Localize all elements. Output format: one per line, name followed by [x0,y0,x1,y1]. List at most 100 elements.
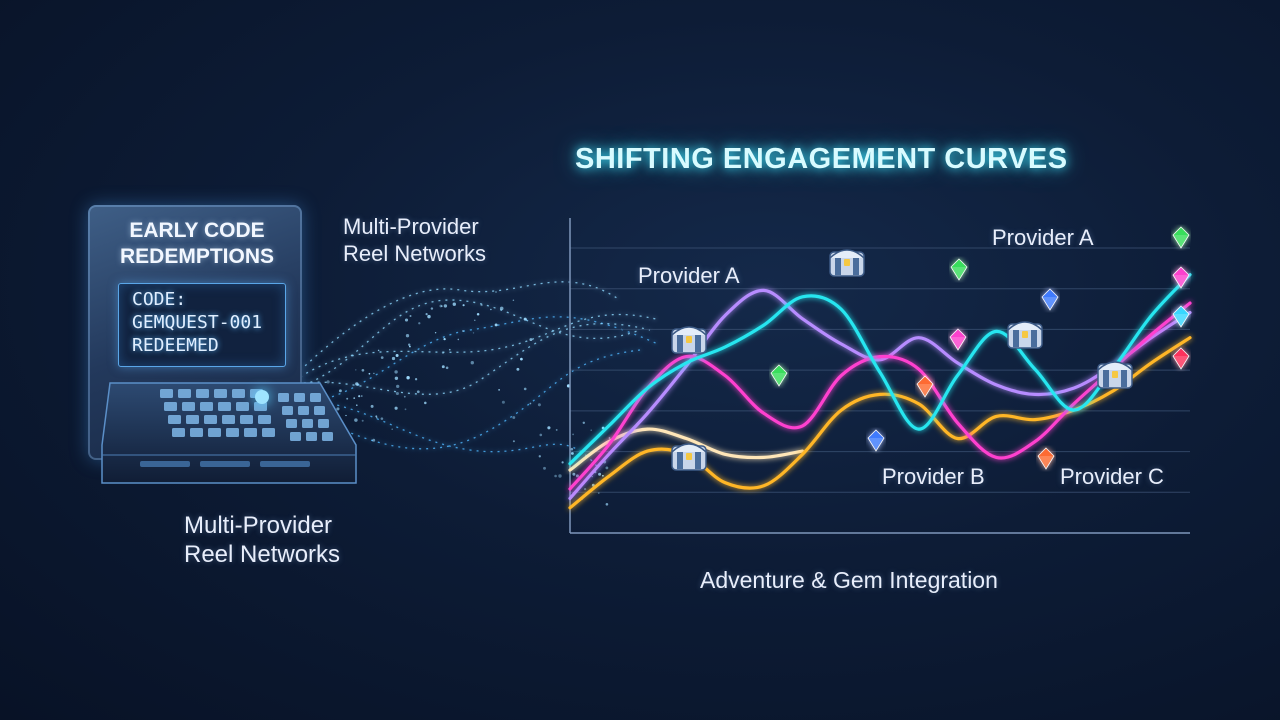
keypad-key [294,393,305,402]
gem-icon [1037,447,1055,470]
keypad-key [204,415,217,424]
keypad-key [208,428,221,437]
keypad-key [244,428,257,437]
particle-dot [605,466,609,470]
particle-dot [480,303,483,307]
provider-c-label: Provider C [1060,464,1164,489]
keypad [101,382,357,484]
screen-code-status: REDEEMED [132,335,219,356]
particle-dot [440,305,443,307]
particle-dot [408,343,411,346]
particle-dot [582,421,586,425]
keypad-key [222,415,235,424]
particle-dot [361,368,365,372]
particle-dot [373,372,375,375]
keypad-key [160,389,173,398]
particle-dot [391,428,394,431]
particle-dot [394,370,398,374]
particle-dot [430,307,434,310]
particle-dot [499,306,504,311]
particle-dot [361,419,364,422]
keypad-key [236,402,249,411]
particle-dot [452,302,456,306]
gem-icon [867,429,885,452]
series-line-unnamed-3 [568,288,1192,500]
particle-dot [441,365,445,369]
keypad-key [298,406,309,415]
particle-dot [558,474,562,478]
keypad-key [318,419,329,428]
particle-dot [358,395,361,398]
keypad-key [290,432,301,441]
particle-dot [474,319,476,322]
particle-dot [537,403,541,407]
gem-icon [1041,288,1059,311]
network-label-bottom-line2: Reel Networks [184,541,341,568]
network-label-top-line1: Multi-Provider [343,214,479,239]
particle-dot [375,415,378,418]
footer-caption: Adventure & Gem Integration [700,567,998,593]
keypad-key [164,402,177,411]
particle-dot [547,426,551,430]
particle-dot [470,361,474,365]
particle-dot [498,389,500,391]
particle-dot [345,414,347,417]
particle-dot [461,329,465,333]
particle-dot [326,380,330,384]
keypad-key [218,402,231,411]
keypad-key [196,389,209,398]
particle-dot [439,304,443,308]
particle-dot [598,472,602,476]
keypad-key [168,415,181,424]
particle-dot [512,416,516,419]
particle-dot [472,332,475,334]
particle-dot [404,408,407,411]
particle-dot [443,337,446,341]
particle-dot [590,429,592,431]
particle-dot [538,455,541,458]
particle-dot [403,395,406,398]
particle-dot [570,451,574,455]
particle-dot [356,404,358,406]
particle-dot [377,349,380,352]
particle-dot [380,356,384,359]
particle-dot [424,401,427,405]
gem-icon [1172,226,1190,249]
particle-dot [575,474,579,478]
particle-dot [409,314,412,318]
particle-dot [414,378,418,381]
terminal-title: EARLY CODE REDEMPTIONS [112,218,282,270]
particle-strand [269,316,661,404]
particle-dot [462,304,465,307]
particle-dot [346,397,349,400]
particle-dot [516,367,520,371]
keypad-key [240,415,253,424]
gem-icon [950,258,968,281]
particle-dot [406,375,410,380]
gem-icon [949,328,967,351]
screen-code-value: GEMQUEST-001 [132,312,263,333]
provider-a-label-right: Provider A [992,225,1094,250]
terminal-title-line1: EARLY CODE [129,219,265,242]
particle-dot [441,351,445,354]
keypad-key [232,389,245,398]
particle-dot [608,437,611,439]
chart-title: SHIFTING ENGAGEMENT CURVES [575,143,1068,175]
keypad-key [310,393,321,402]
particle-dot [372,438,376,442]
particle-dot [520,357,523,361]
particle-dot [443,304,448,308]
gem-icon [770,364,788,387]
particle-dot [391,356,396,361]
particle-dot [490,308,492,311]
provider-b-label: Provider B [882,464,985,489]
keypad-key [178,389,191,398]
keypad-key [182,402,195,411]
particle-dot [572,433,574,436]
particle-dot [529,402,532,405]
keypad-key [190,428,203,437]
terminal-screen [118,283,286,367]
keypad-key [314,406,325,415]
particle-dot [338,389,342,393]
particle-dot [434,331,437,334]
